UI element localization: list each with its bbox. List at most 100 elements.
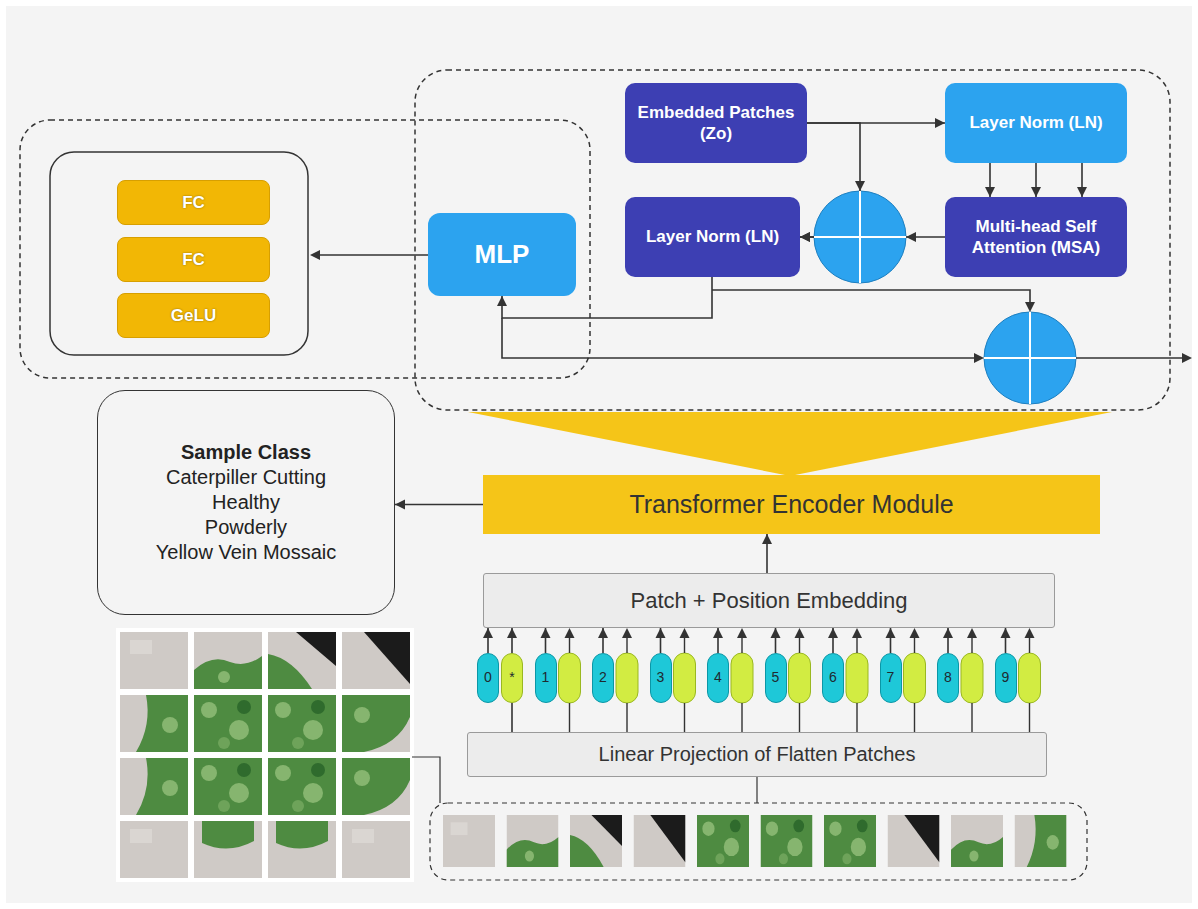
list-heading: Sample Class [181,440,311,465]
box-label: Patch + Position Embedding [630,587,907,615]
connector [512,703,513,732]
patch-strip-outline [430,803,1087,880]
connector [828,628,838,653]
mlp-box: MLP [428,213,576,296]
encoder-bar: Transformer Encoder Module [483,475,1100,534]
connector [483,628,493,653]
connector [771,628,781,653]
add-circle [984,312,1076,404]
arrowhead [855,181,865,191]
arrowhead [1031,187,1041,197]
patch-pill: * [501,653,523,703]
box-label: 0 [484,669,492,687]
connector [395,500,483,510]
box-label: 9 [1002,669,1010,687]
arrowhead [800,232,810,242]
arrowhead [507,628,517,638]
arrowhead [935,118,945,128]
arrowhead [497,296,507,306]
box-label: Linear Projection of Flatten Patches [599,742,916,767]
leader-line [412,757,440,803]
zoom-funnel [468,412,1112,476]
box-label: Caterpiller Cutting [166,465,326,490]
fc-layer-box: FC [117,237,270,282]
arrowhead [828,628,838,638]
position-pill: 1 [535,653,557,703]
embedded-patches-box: Embedded Patches (Zo) [625,83,807,163]
box-label: 1 [542,669,550,687]
connector [800,232,945,242]
connector-line [807,123,860,191]
connector [762,534,772,573]
class-list-box: Sample ClassCaterpiller CuttingHealthyPo… [97,390,395,615]
token-pill [559,653,1041,703]
box-label: 8 [944,669,952,687]
embedding-bar: Patch + Position Embedding [483,573,1055,628]
box-label: MLP [475,238,530,271]
layer-norm-box: Layer Norm (LN) [945,83,1127,163]
position-pill: 6 [822,653,844,703]
connector [507,628,517,653]
arrowhead [943,628,953,638]
box-label: 3 [657,669,665,687]
arrowhead [598,628,608,638]
arrowhead [762,534,772,544]
box-label: 5 [772,669,780,687]
box-label: * [509,669,514,687]
connector [985,163,995,197]
box-label: FC [182,192,205,213]
connector [800,123,865,242]
arrowhead [985,187,995,197]
arrowhead [771,628,781,638]
leaf-image-grid [116,628,414,882]
connector [598,628,608,653]
activation-box: GeLU [117,293,270,338]
attention-box: Multi-head Self Attention (MSA) [945,197,1127,277]
box-label: Layer Norm (LN) [969,112,1102,133]
arrowhead [1001,628,1011,638]
arrowhead [656,628,666,638]
connector [713,628,723,653]
arrowhead [713,628,723,638]
connector [886,628,896,653]
position-pill: 0 [477,653,499,703]
box-label: FC [182,249,205,270]
connector [1077,163,1087,197]
encoder-detail-outline [415,70,1170,410]
arrowhead [906,232,916,242]
arrowhead [541,628,551,638]
position-pill: 4 [707,653,729,703]
position-pill: 5 [765,653,787,703]
connector-line [395,504,483,506]
position-pill: 2 [592,653,614,703]
box-label: Transformer Encoder Module [629,489,953,520]
box-label: GeLU [171,305,216,326]
position-pill: 9 [995,653,1017,703]
box-label: Powderly [205,515,287,540]
connector [1001,628,1011,653]
box-label: Layer Norm (LN) [646,226,779,247]
position-pill: 8 [937,653,959,703]
connector [943,628,953,653]
leader-line [756,775,757,803]
connector [541,628,551,653]
box-label: 2 [599,669,607,687]
mlp-layers-group [50,152,308,355]
token-wire [570,638,1030,732]
add-circle [814,191,906,283]
connector-line [511,703,513,732]
position-pill: 3 [650,653,672,703]
box-label: Embedded Patches (Zo) [633,102,799,145]
flattened-patches [443,815,1067,867]
arrowhead [1077,187,1087,197]
box-label: 7 [887,669,895,687]
arrowhead [886,628,896,638]
projection-bar: Linear Projection of Flatten Patches [467,732,1047,777]
arrowhead [395,500,405,510]
panel [6,6,1192,903]
fc-layer-box: FC [117,180,270,225]
box-label: Healthy [212,490,280,515]
mlp-detail-outline [20,120,590,378]
connector [1031,163,1041,197]
